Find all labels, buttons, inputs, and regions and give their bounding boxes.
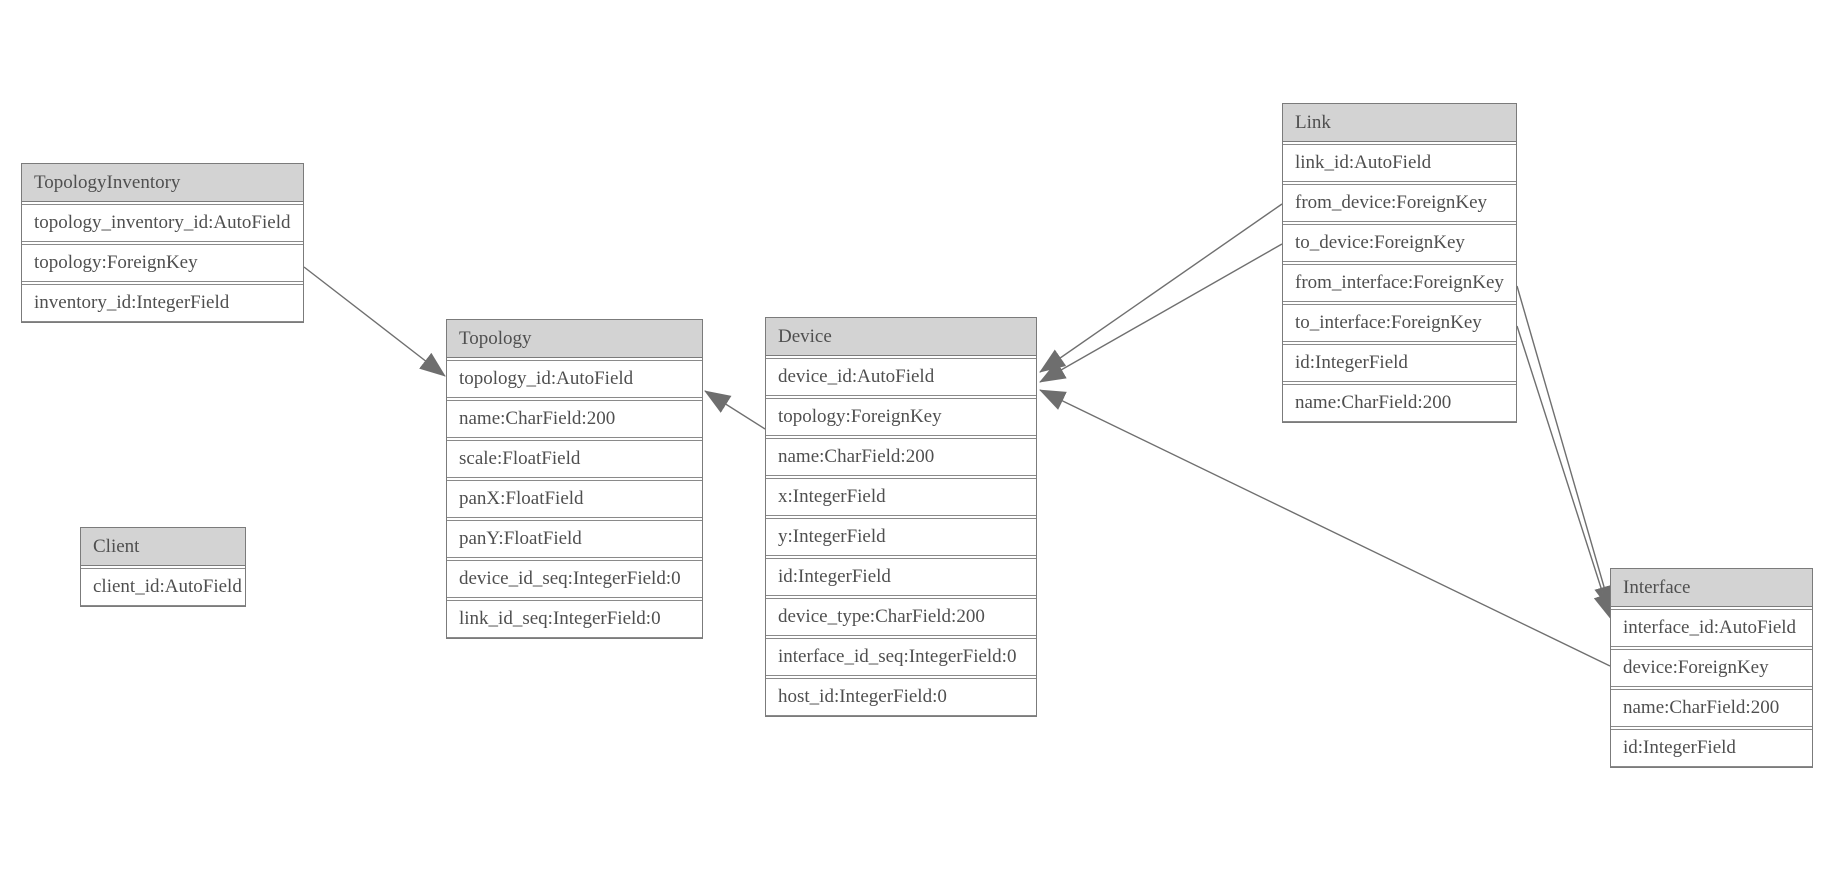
field-row: panY:FloatField [447,520,702,558]
entity-client-title: Client [81,528,245,566]
field-row: id:IntegerField [1283,344,1516,382]
entity-client: Client client_id:AutoField [80,527,246,607]
field-row: from_interface:ForeignKey [1283,264,1516,302]
entity-device-title: Device [766,318,1036,356]
field-row: host_id:IntegerField:0 [766,678,1036,716]
field-row: link_id:AutoField [1283,144,1516,182]
entity-topology: Topology topology_id:AutoField name:Char… [446,319,703,639]
field-row: topology:ForeignKey [22,244,303,282]
field-row: name:CharField:200 [1283,384,1516,422]
edge-link-from-device-to-device [1039,203,1283,373]
field-row: scale:FloatField [447,440,702,478]
field-row: device_id_seq:IntegerField:0 [447,560,702,598]
field-row: name:CharField:200 [1611,689,1812,727]
entity-interface: Interface interface_id:AutoField device:… [1610,568,1813,768]
field-row: to_device:ForeignKey [1283,224,1516,262]
edge-topologyinventory-topology-to-topology [303,266,446,377]
field-row: topology:ForeignKey [766,398,1036,436]
field-row: to_interface:ForeignKey [1283,304,1516,342]
edge-device-topology-to-topology [704,390,766,430]
entity-topology-inventory-title: TopologyInventory [22,164,303,202]
field-row: client_id:AutoField [81,568,245,606]
entity-device: Device device_id:AutoField topology:Fore… [765,317,1037,717]
entity-link: Link link_id:AutoField from_device:Forei… [1282,103,1517,423]
edge-link-from-interface-to-interface [1516,285,1614,612]
field-row: device_id:AutoField [766,358,1036,396]
field-row: device_type:CharField:200 [766,598,1036,636]
field-row: id:IntegerField [1611,729,1812,767]
field-row: topology_inventory_id:AutoField [22,204,303,242]
field-row: id:IntegerField [766,558,1036,596]
field-row: x:IntegerField [766,478,1036,516]
field-row: device:ForeignKey [1611,649,1812,687]
edge-interface-device-to-device [1039,389,1611,667]
entity-interface-title: Interface [1611,569,1812,607]
edge-link-to-device-to-device [1039,243,1283,383]
field-row: interface_id_seq:IntegerField:0 [766,638,1036,676]
entity-topology-title: Topology [447,320,702,358]
field-row: inventory_id:IntegerField [22,284,303,322]
entity-topology-inventory: TopologyInventory topology_inventory_id:… [21,163,304,323]
field-row: link_id_seq:IntegerField:0 [447,600,702,638]
field-row: topology_id:AutoField [447,360,702,398]
edge-link-to-interface-to-interface [1516,325,1613,620]
field-row: y:IntegerField [766,518,1036,556]
field-row: name:CharField:200 [447,400,702,438]
field-row: interface_id:AutoField [1611,609,1812,647]
field-row: panX:FloatField [447,480,702,518]
entity-link-title: Link [1283,104,1516,142]
field-row: name:CharField:200 [766,438,1036,476]
field-row: from_device:ForeignKey [1283,184,1516,222]
